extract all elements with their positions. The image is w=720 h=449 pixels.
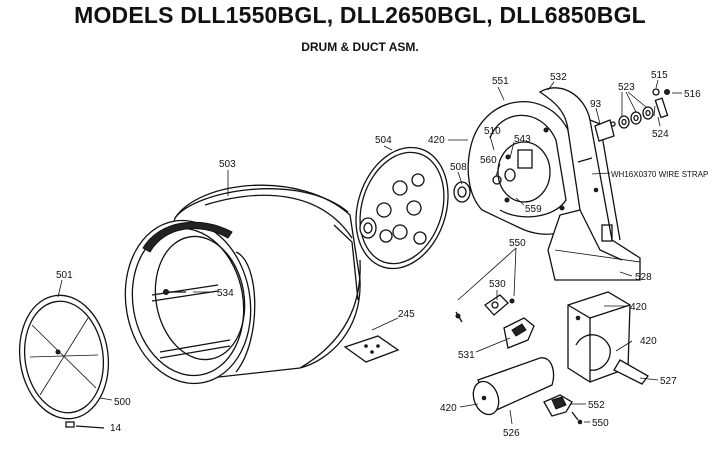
leader-lines <box>57 79 682 425</box>
drum <box>124 184 361 385</box>
label-524: 524 <box>652 129 669 140</box>
label-508: 508 <box>450 162 467 173</box>
label-552: 552 <box>588 400 605 411</box>
label-532: 532 <box>550 72 567 83</box>
label-516: 516 <box>684 89 701 100</box>
label-500: 500 <box>114 397 131 408</box>
label-504: 504 <box>375 135 392 146</box>
label-560: 560 <box>480 155 497 166</box>
exhaust-duct <box>538 87 641 281</box>
label-528: 528 <box>635 272 652 283</box>
label-420-bulkhead: 420 <box>428 135 445 146</box>
screw-534 <box>163 289 186 295</box>
heater-housing <box>567 291 649 385</box>
label-510: 510 <box>484 126 501 137</box>
idler-552 <box>543 394 583 425</box>
washer-508 <box>453 181 471 203</box>
label-503: 503 <box>219 159 236 170</box>
label-14: 14 <box>110 423 122 434</box>
label-550-lower: 550 <box>592 418 609 429</box>
label-551: 551 <box>492 76 509 87</box>
label-523: 523 <box>618 82 635 93</box>
bearing-ring <box>359 217 377 239</box>
label-wire-strap: WH16X0370 WIRE STRAP <box>611 170 708 179</box>
label-245: 245 <box>398 309 415 320</box>
motor-cylinder <box>472 357 555 416</box>
label-526: 526 <box>503 428 520 439</box>
label-543: 543 <box>514 134 531 145</box>
bracket-531 <box>503 317 535 349</box>
diagram-title: MODELS DLL1550BGL, DLL2650BGL, DLL6850BG… <box>74 2 646 28</box>
panel-245 <box>343 335 400 363</box>
label-559: 559 <box>525 204 542 215</box>
part-labels: 501 500 14 503 534 504 508 245 420 551 5… <box>56 70 708 439</box>
switch-530 <box>484 294 515 316</box>
label-531: 531 <box>458 350 475 361</box>
label-527: 527 <box>660 376 677 387</box>
part-14 <box>65 421 105 429</box>
label-420-side: 420 <box>640 336 657 347</box>
label-501: 501 <box>56 270 73 281</box>
screw-550-left <box>455 311 463 323</box>
label-530: 530 <box>489 279 506 290</box>
drum-back-plate <box>355 146 449 270</box>
label-550-upper: 550 <box>509 238 526 249</box>
diagram-subtitle: DRUM & DUCT ASM. <box>301 40 419 54</box>
label-534: 534 <box>217 288 234 299</box>
label-515: 515 <box>651 70 668 81</box>
thermostat-assembly <box>594 88 670 142</box>
label-420-motor: 420 <box>440 403 457 414</box>
label-93: 93 <box>590 99 602 110</box>
label-420-housing: 420 <box>630 302 647 313</box>
front-seal-ring <box>18 294 110 420</box>
